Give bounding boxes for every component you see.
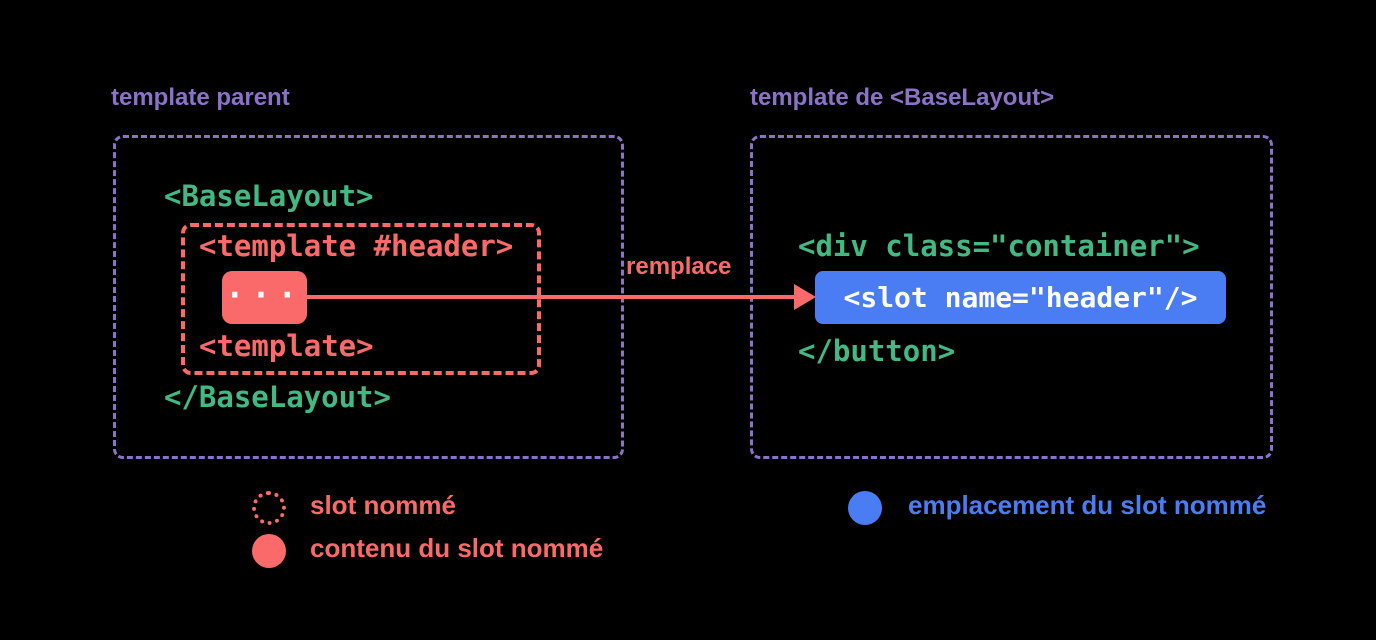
dotted-red-circle-icon: [252, 491, 286, 525]
slot-content-ellipsis: ...: [225, 267, 304, 306]
right-code-close: </button>: [798, 334, 956, 368]
solid-red-circle-icon: [252, 534, 286, 568]
left-code-close: </BaseLayout>: [164, 380, 391, 414]
right-code-open: <div class="container">: [798, 229, 1200, 263]
left-code-open: <BaseLayout>: [164, 179, 374, 213]
replace-arrow-line: [306, 295, 796, 299]
solid-blue-circle-icon: [848, 491, 882, 525]
slot-open-tag: <template #header>: [199, 229, 514, 263]
slot-target-box: <slot name="header"/>: [815, 271, 1226, 324]
named-slot-dashed-box: [181, 223, 541, 375]
legend-label-slot-outlet: emplacement du slot nommé: [908, 490, 1267, 520]
left-panel-title: template parent: [111, 84, 290, 111]
slot-target-code: <slot name="header"/>: [843, 280, 1198, 314]
right-panel-title: template de <BaseLayout>: [750, 84, 1055, 111]
slot-close-tag: <template>: [199, 329, 374, 363]
legend-label-named-slot: slot nommé: [310, 490, 456, 520]
replace-arrow-label: remplace: [626, 253, 732, 280]
slot-content-box: ...: [222, 267, 307, 324]
legend-label-slot-content: contenu du slot nommé: [310, 533, 604, 563]
replace-arrow-head-icon: [794, 284, 816, 310]
